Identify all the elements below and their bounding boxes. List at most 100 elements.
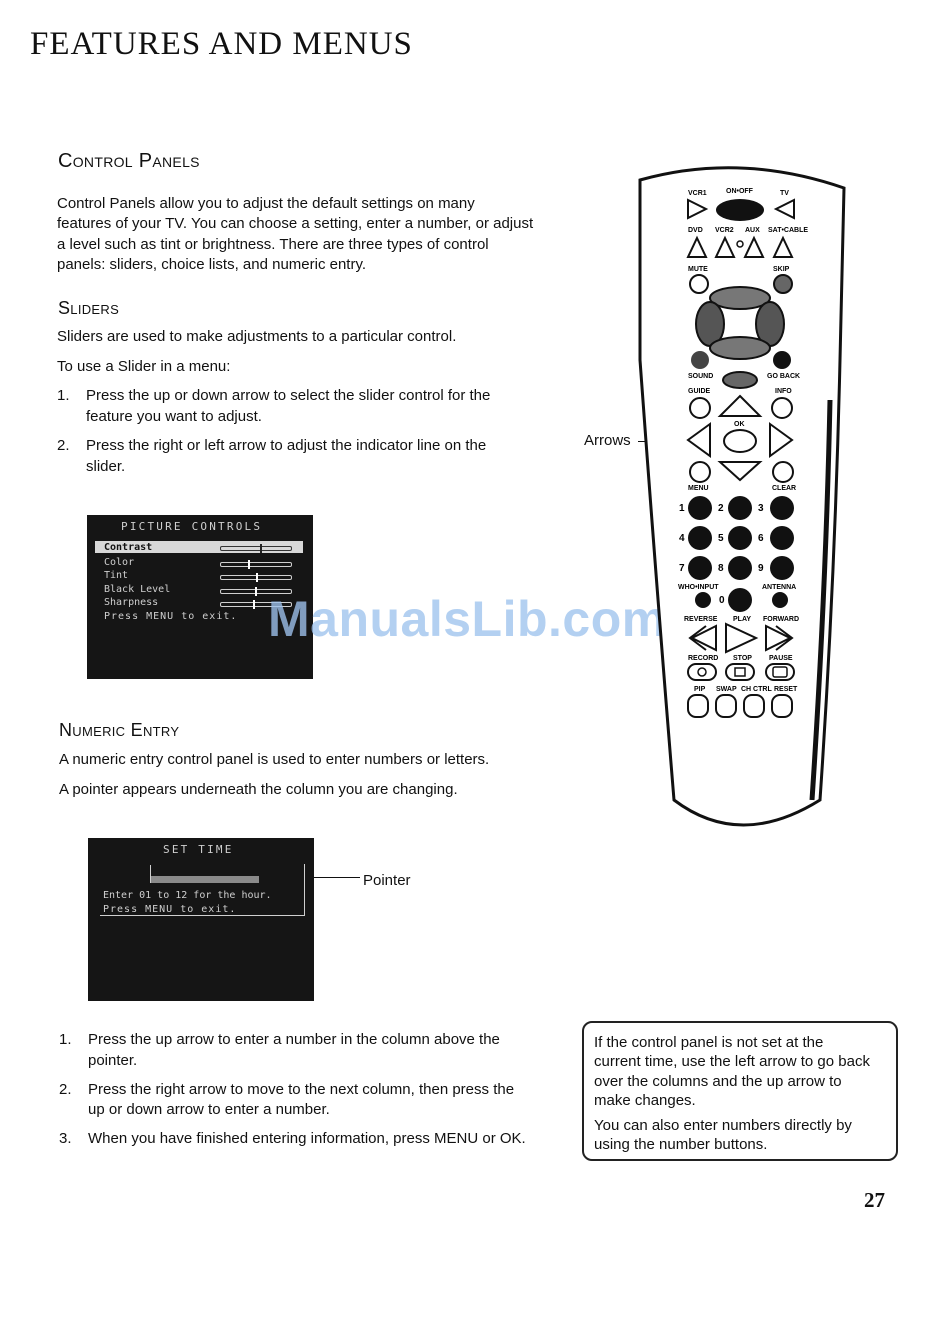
step-line: feature you want to adjust. [86, 408, 262, 425]
digit-label: 5 [718, 533, 724, 544]
step-number: 1. [59, 1031, 72, 1048]
numeric-desc: A numeric entry control panel is used to… [59, 751, 490, 768]
intro-line: Control Panels allow you to adjust the d… [57, 195, 475, 212]
clear-button [772, 461, 794, 483]
label-clear: CLEAR [772, 485, 796, 492]
label-whoinput: WHO•INPUT [678, 584, 719, 591]
slider-label: Sharpness [104, 597, 159, 608]
slider-label: Contrast [104, 542, 153, 553]
pip-button [687, 694, 709, 718]
screen-instruction: Enter 01 to 12 for the hour. [103, 890, 272, 901]
step-line: Press the right arrow to move to the nex… [88, 1081, 515, 1098]
tv-button [773, 198, 795, 220]
digit-0-button [728, 588, 752, 612]
step-number: 2. [59, 1081, 72, 1098]
digit-4-button [688, 526, 712, 550]
tip-line: You can also enter numbers directly by [594, 1117, 852, 1134]
section-heading-control-panels: Control Panels [58, 150, 200, 172]
slider-track[interactable] [220, 587, 292, 596]
set-time-screen: SET TIME Enter 01 to 12 for the hour. Pr… [88, 838, 314, 1001]
remote-control: VCR1 ON•OFF TV DVD VCR2 AUX SAT•CABLE MU… [638, 166, 846, 827]
guide-button [689, 397, 711, 419]
slider-indicator[interactable] [256, 573, 258, 582]
label-antenna: ANTENNA [762, 584, 796, 591]
numeric-desc: A pointer appears underneath the column … [59, 781, 458, 798]
down-arrow-button [717, 461, 763, 482]
digit-label: 9 [758, 563, 764, 574]
tip-line: If the control panel is not set at the [594, 1034, 824, 1051]
step-line: Press the right or left arrow to adjust … [86, 437, 487, 454]
slider-indicator[interactable] [259, 544, 262, 553]
digit-1-button [688, 496, 712, 520]
ok-button [723, 429, 757, 453]
screen-title: SET TIME [163, 843, 234, 856]
slider-indicator[interactable] [254, 587, 257, 596]
power-button [716, 199, 764, 221]
slider-indicator[interactable] [252, 600, 255, 609]
section-heading-sliders: Sliders [58, 298, 120, 318]
pointer-label: Pointer [363, 872, 411, 889]
label-dvd: DVD [688, 227, 703, 234]
step-line: pointer. [88, 1052, 138, 1069]
left-arrow-button [686, 422, 711, 458]
remote-shadow-edge [809, 399, 833, 801]
label-vcr1: VCR1 [688, 190, 707, 197]
label-reset: RESET [774, 686, 798, 693]
digit-label: 1 [679, 503, 685, 514]
label-chctrl: CH CTRL [741, 686, 772, 693]
goback-button [773, 351, 791, 369]
label-satcable: SAT•CABLE [768, 227, 808, 234]
intro-line: panels: sliders, choice lists, and numer… [57, 256, 367, 273]
slider-indicator[interactable] [247, 560, 250, 569]
label-vcr2: VCR2 [715, 227, 734, 234]
page-number: 27 [864, 1188, 885, 1212]
mute-button [689, 274, 709, 294]
label-mute: MUTE [688, 266, 708, 273]
slider-track[interactable] [220, 544, 292, 553]
digit-label: 4 [679, 533, 685, 544]
forward-button [765, 624, 794, 652]
label-play: PLAY [733, 616, 751, 623]
sound-button [691, 351, 709, 369]
aux-button [743, 235, 765, 258]
slider-track[interactable] [220, 600, 292, 609]
intro-line: a level such as tint or brightness. Ther… [57, 236, 489, 253]
step-number: 1. [57, 387, 70, 404]
whoinput-button [695, 592, 711, 608]
record-dot [697, 667, 707, 677]
digit-6-button [770, 526, 794, 550]
label-menu: MENU [688, 485, 709, 492]
center-logo-button [722, 371, 758, 389]
step-line: slider. [86, 458, 126, 475]
stop-square [734, 667, 746, 677]
swap-button [715, 694, 737, 718]
dvd-button [686, 235, 708, 258]
label-pause: PAUSE [769, 655, 793, 662]
play-button [725, 622, 759, 654]
digit-5-button [728, 526, 752, 550]
label-sound: SOUND [688, 373, 713, 380]
skip-button [773, 274, 793, 294]
tip-line: make changes. [594, 1092, 696, 1109]
vcr2-button [714, 235, 736, 258]
pointer-leader-line [314, 877, 360, 878]
slider-track[interactable] [220, 573, 292, 582]
frame-right-line [304, 864, 305, 916]
frame-bottom-line [100, 915, 305, 916]
aux-indicator [736, 240, 744, 248]
label-pip: PIP [694, 686, 706, 693]
time-entry-field[interactable] [150, 865, 259, 883]
label-onoff: ON•OFF [726, 188, 754, 195]
label-tv: TV [780, 190, 789, 197]
intro-line: features of your TV. You can choose a se… [57, 215, 534, 232]
reverse-button [688, 624, 717, 652]
label-skip: SKIP [773, 266, 790, 273]
tip-line: using the number buttons. [594, 1136, 768, 1153]
watermark-text: ManualsLib.com [268, 591, 667, 647]
sliders-use-intro: To use a Slider in a menu: [57, 358, 231, 375]
digit-3-button [770, 496, 794, 520]
slider-track[interactable] [220, 560, 292, 569]
slider-label: Tint [104, 570, 129, 581]
page-title: FEATURES AND MENUS [30, 26, 413, 62]
digit-2-button [728, 496, 752, 520]
